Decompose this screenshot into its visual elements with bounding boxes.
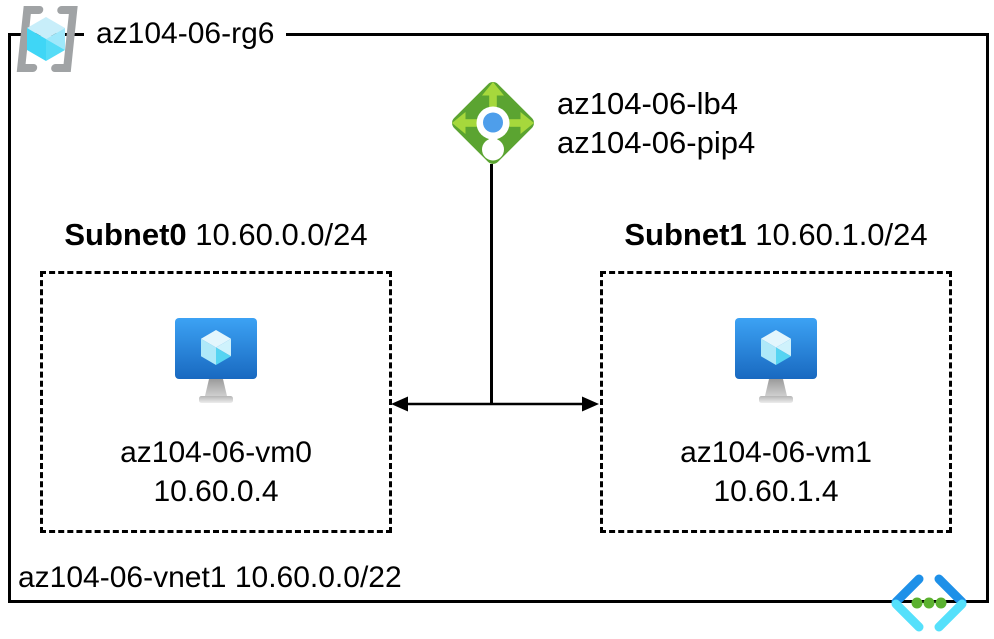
vm1-ip: 10.60.1.4 xyxy=(713,475,839,508)
virtual-network-icon xyxy=(891,574,967,632)
vnet-cidr: 10.60.0.0/22 xyxy=(234,561,402,594)
subnet0-cidr: 10.60.0.0/24 xyxy=(195,217,368,252)
subnet0-name: Subnet0 xyxy=(64,217,187,252)
vnet-label: az104-06-vnet1 10.60.0.0/22 xyxy=(18,561,402,595)
virtual-machine-icon xyxy=(175,318,257,403)
subnet1-name: Subnet1 xyxy=(624,217,747,252)
virtual-machine-icon xyxy=(735,318,817,403)
subnet1-cidr: 10.60.1.0/24 xyxy=(755,217,928,252)
subnet1-label: Subnet1 10.60.1.0/24 xyxy=(600,217,952,253)
load-balancer-labels: az104-06-lb4 az104-06-pip4 xyxy=(557,84,755,162)
vm0-ip: 10.60.0.4 xyxy=(153,475,279,508)
resource-group-boundary xyxy=(8,33,989,603)
resource-group-label: az104-06-rg6 xyxy=(84,15,287,52)
vnet-name: az104-06-vnet1 xyxy=(18,561,227,594)
subnet1-boundary xyxy=(600,271,952,533)
subnet0-boundary xyxy=(40,271,392,533)
load-balancer-name: az104-06-lb4 xyxy=(557,86,738,121)
vm0-name: az104-06-vm0 xyxy=(120,436,312,469)
resource-group-icon xyxy=(16,6,78,72)
vm1-name: az104-06-vm1 xyxy=(680,436,872,469)
lb-connector-line xyxy=(490,164,493,404)
load-balancer-icon xyxy=(452,82,534,164)
subnet0-label: Subnet0 10.60.0.0/24 xyxy=(40,217,392,253)
subnet-connector-arrow xyxy=(391,396,599,412)
public-ip-name: az104-06-pip4 xyxy=(557,125,756,160)
